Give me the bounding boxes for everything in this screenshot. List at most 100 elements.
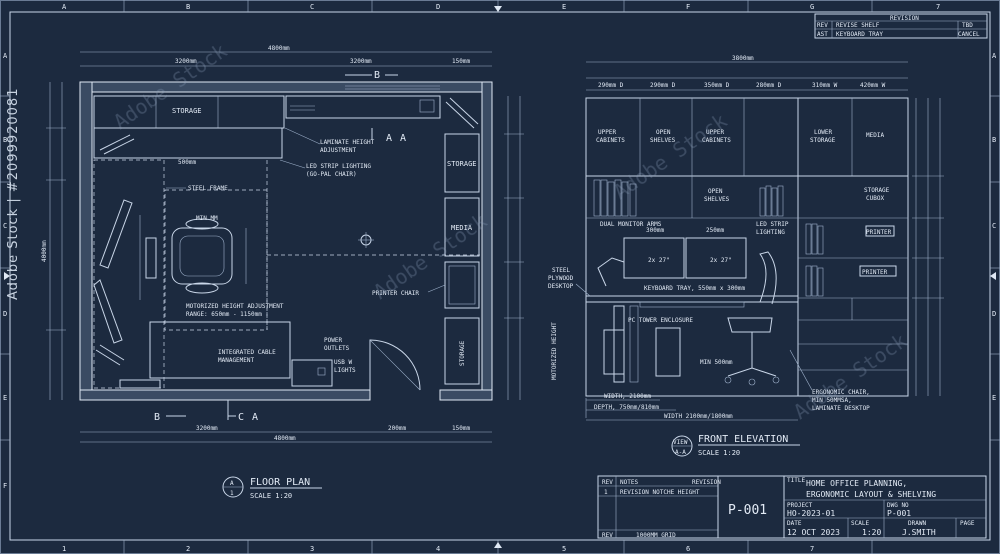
fe-led-strip: LED STRIP <box>756 221 789 228</box>
fp-led-strip-sub: (GO-PAL CHAIR) <box>306 171 357 178</box>
fe-media: MEDIA <box>866 132 884 139</box>
fp-steel-frame: STEEL FRAME <box>188 185 228 192</box>
fe-view-sub: A-A <box>675 449 686 456</box>
fe-books <box>593 179 824 297</box>
tb-note-bottom: 1000MM GRID <box>636 532 676 539</box>
tb-date-label: DATE <box>787 520 802 527</box>
tb-rev-bottom: REV <box>602 532 613 539</box>
grid-bottom-5: 5 <box>562 545 566 553</box>
fp-laminate-adjust: ADJUSTMENT <box>320 147 357 154</box>
adobe-stock-id: Adobe Stock | #2099920081 <box>6 87 21 300</box>
fp-bottom-dim-left: 3200mm <box>196 425 218 432</box>
floor-plan: 4800mm 3200mm 3200mm 150mm B STORAGE 500… <box>41 45 524 500</box>
fp-scale: SCALE 1:20 <box>250 492 292 500</box>
rev-header: REVISION <box>890 15 919 22</box>
fe-col-6: 420mm W <box>860 82 886 89</box>
fp-section-a-bottom: A <box>252 412 258 423</box>
fe-depth: DEPTH, 750mm/810mm <box>594 404 659 411</box>
fe-monitor-a: 2x 27" <box>648 257 670 264</box>
fp-power: POWER <box>324 337 342 344</box>
fp-title: FLOOR PLAN <box>250 477 310 488</box>
tb-rev-row-1: 1 <box>604 489 608 496</box>
fp-marker-bottom: 1 <box>230 490 234 497</box>
tb-revision-label: REVISION <box>692 479 721 486</box>
fe-lower-storage-2: STORAGE <box>810 137 836 144</box>
fe-col-5: 310mm W <box>812 82 838 89</box>
fe-desktop: DESKTOP <box>548 283 574 290</box>
fp-usb: USB W <box>334 359 352 366</box>
fp-laminate-height: LAMINATE HEIGHT <box>320 139 375 146</box>
fe-upper-cabinets: UPPER <box>598 129 616 136</box>
fp-bottom-dim-right: 150mm <box>452 425 470 432</box>
rev-row2-desc: KEYBOARD TRAY <box>836 31 883 38</box>
tb-drawn: J.SMITH <box>902 528 936 537</box>
fe-dual-monitor: DUAL MONITOR ARMS <box>600 221 662 228</box>
center-arrow-left-icon <box>4 272 10 280</box>
tb-date: 12 OCT 2023 <box>787 528 840 537</box>
tb-rev-label: REV <box>602 479 613 486</box>
fe-open-shelves: OPEN <box>656 129 671 136</box>
fe-plywood: PLYWOOD <box>548 275 574 282</box>
fp-section-b-bottom: B <box>154 412 160 423</box>
fe-chair-2: MIN 50MMSA, <box>812 397 852 404</box>
tb-project-label: PROJECT <box>787 502 813 509</box>
fp-media: MEDIA <box>451 224 473 232</box>
fe-chair-1: ERGONOMIC CHAIR, <box>812 389 870 396</box>
fp-marker-top: A <box>230 480 234 487</box>
grid-row-a: A <box>3 52 8 60</box>
grid-col-a: A <box>62 3 67 11</box>
grid-bottom-1: 1 <box>62 545 66 553</box>
fp-lights: LIGHTS <box>334 367 356 374</box>
grid-row-d-right: D <box>992 310 996 318</box>
fe-upper-2: UPPER <box>706 129 724 136</box>
grid-col-f: F <box>686 3 690 11</box>
fe-storage-cubes: STORAGE <box>864 187 890 194</box>
fp-top-dim-right: 150mm <box>452 58 470 65</box>
fe-storage-cubes-2: CUBOX <box>866 195 884 202</box>
fe-mon-dim-a: 300mm <box>646 227 664 234</box>
tb-drawn-label: DRAWN <box>908 520 926 527</box>
grid-row-b-right: B <box>992 136 996 144</box>
tb-title-label: TITLE <box>787 477 805 484</box>
fe-col-3: 350mm D <box>704 82 730 89</box>
fp-bottom-overall: 4800mm <box>274 435 296 442</box>
fe-lighting: LIGHTING <box>756 229 785 236</box>
grid-col-c: C <box>310 3 314 11</box>
grid-col-e: E <box>562 3 566 11</box>
fp-section-c: C <box>238 412 244 423</box>
fe-col-1: 290mm D <box>598 82 624 89</box>
fp-storage-bottom: STORAGE <box>459 340 466 366</box>
grid-col-d: D <box>436 3 440 11</box>
fp-printer-chair: PRINTER CHAIR <box>372 290 419 297</box>
grid-row-f: F <box>3 482 7 490</box>
fp-top-dim-mid: 3200mm <box>350 58 372 65</box>
grid-row-e: E <box>3 394 7 402</box>
fp-range: RANGE: 650mm - 1150mm <box>186 311 262 318</box>
fe-open-shelves-2: SHELVES <box>650 137 676 144</box>
fp-section-b-top: B <box>374 70 380 81</box>
fp-bottom-dim-mid: 200mm <box>388 425 406 432</box>
tb-title-1: HOME OFFICE PLANNING, <box>806 479 907 488</box>
grid-bottom-7: 7 <box>810 545 814 553</box>
fp-outlets: OUTLETS <box>324 345 350 352</box>
grid-row-a-right: A <box>992 52 997 60</box>
tb-dwg-label: DWG NO <box>887 502 909 509</box>
center-arrow-bottom-icon <box>494 542 502 548</box>
fp-management: MANAGEMENT <box>218 357 255 364</box>
rev-row1-desc: REVISE SHELF <box>836 22 880 29</box>
fp-top-dim-left: 3200mm <box>175 58 197 65</box>
fe-lower-storage: LOWER <box>814 129 832 136</box>
fp-motorized: MOTORIZED HEIGHT ADJUSTMENT <box>186 303 284 310</box>
fp-storage-right: STORAGE <box>447 160 477 168</box>
grid-row-e-right: E <box>992 394 996 402</box>
fe-upper-cabinets-2: CABINETS <box>596 137 625 144</box>
grid-col-b: B <box>186 3 190 11</box>
revision-block: REVISION REV REVISE SHELF TBD AST KEYBOA… <box>814 13 988 39</box>
tb-sheet: P-001 <box>728 503 767 518</box>
grid-row-labels: A B C D E F A B C D E <box>3 52 997 490</box>
fe-pc-tower: PC TOWER ENCLOSURE <box>628 317 693 324</box>
fe-open-shelves-mid: OPEN <box>708 188 723 195</box>
fe-title: FRONT ELEVATION <box>698 434 788 445</box>
